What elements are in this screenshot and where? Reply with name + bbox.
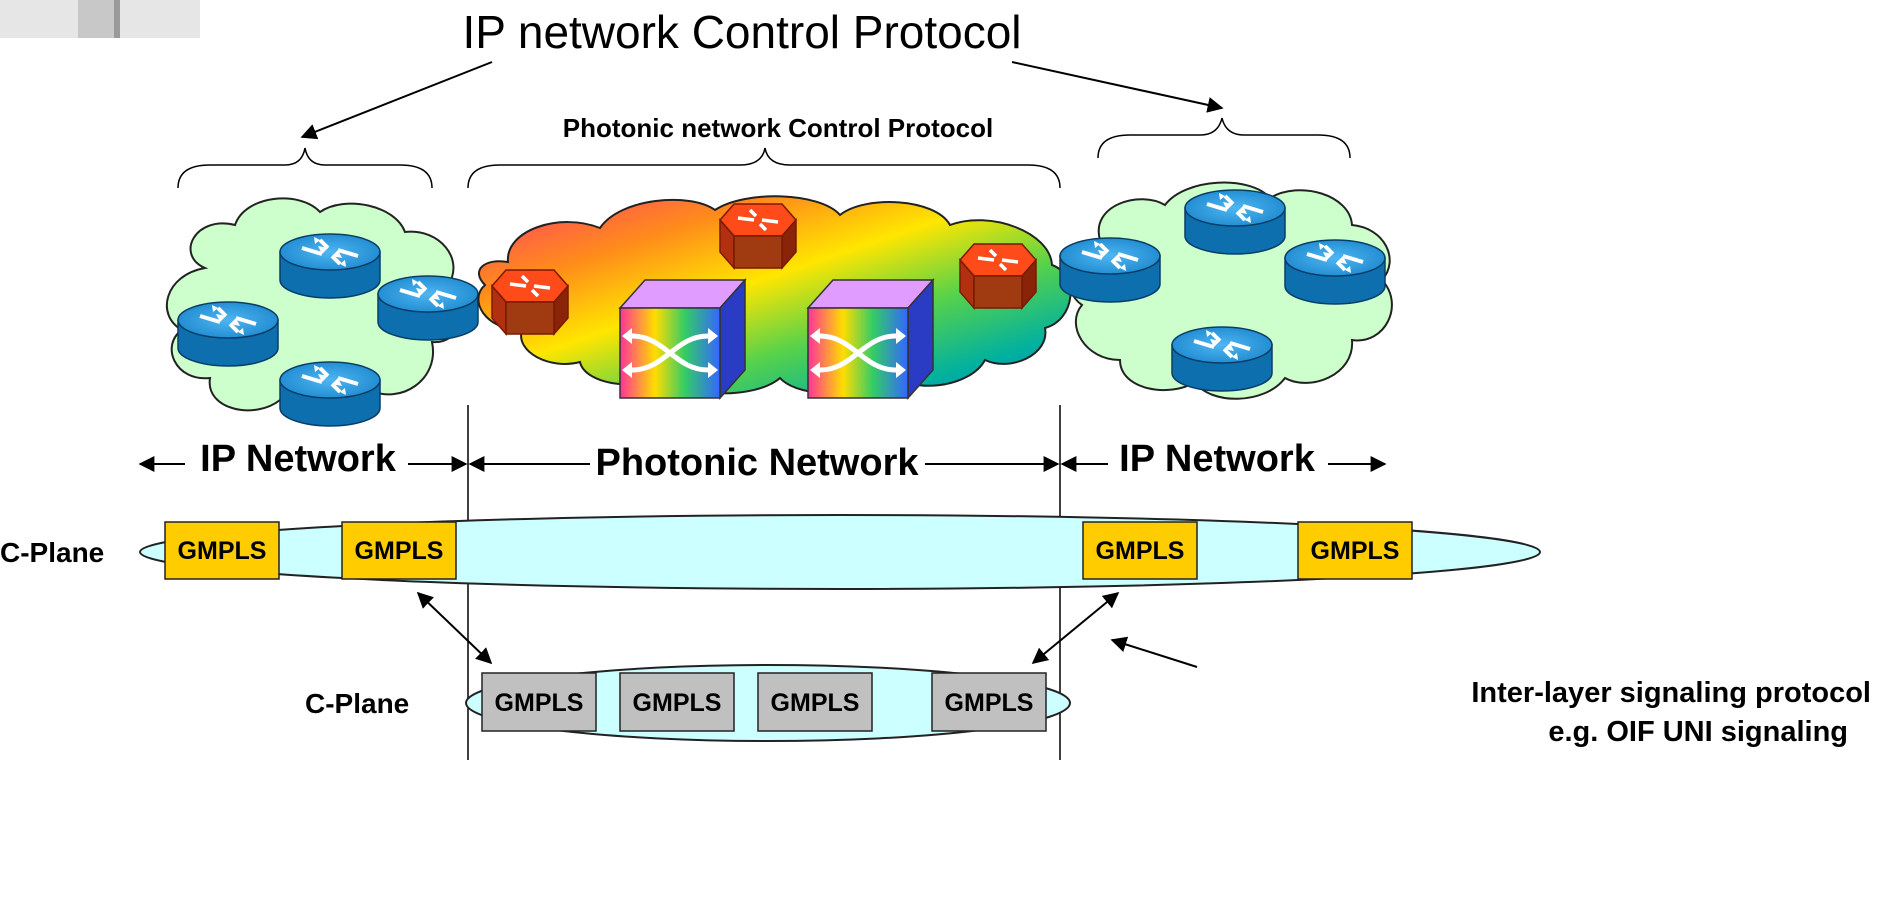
gmpls-node-photonic: GMPLS xyxy=(757,672,873,732)
segment-label-ip-right: IP Network xyxy=(1119,438,1316,480)
svg-text:GMPLS: GMPLS xyxy=(1096,537,1185,565)
segment-label-ip-left: IP Network xyxy=(200,438,397,480)
title-arrow-right xyxy=(1011,61,1224,113)
router-icon xyxy=(176,300,280,368)
svg-text:GMPLS: GMPLS xyxy=(178,537,267,565)
upper-plane-label: C-Plane xyxy=(0,537,104,568)
interlayer-arrow xyxy=(416,591,493,665)
router-icon xyxy=(376,274,480,342)
title-arrow-left xyxy=(300,61,493,140)
router-icon xyxy=(1183,188,1287,256)
router-icon xyxy=(1170,325,1274,393)
gmpls-node-ip: GMPLS xyxy=(164,521,280,580)
interlayer-pointer-arrow xyxy=(1110,636,1198,668)
gmpls-node-ip: GMPLS xyxy=(1082,521,1198,580)
gmpls-node-photonic: GMPLS xyxy=(931,672,1047,732)
interlayer-note-line1: Inter-layer signaling protocol xyxy=(1471,677,1871,709)
router-icon xyxy=(1058,236,1162,304)
svg-text:GMPLS: GMPLS xyxy=(1311,537,1400,565)
svg-text:GMPLS: GMPLS xyxy=(771,689,860,717)
svg-text:GMPLS: GMPLS xyxy=(355,537,444,565)
router-icon xyxy=(278,232,382,300)
gmpls-node-photonic: GMPLS xyxy=(481,672,597,732)
brace-left xyxy=(177,147,433,189)
brace-middle xyxy=(467,147,1061,189)
svg-text:GMPLS: GMPLS xyxy=(633,689,722,717)
gmpls-node-ip: GMPLS xyxy=(341,521,457,580)
optical-switch-icon xyxy=(808,280,933,398)
svg-text:GMPLS: GMPLS xyxy=(945,689,1034,717)
diagram-title: IP network Control Protocol xyxy=(462,6,1021,58)
slide-corner-accent xyxy=(0,0,200,38)
photonic-router-icon xyxy=(490,268,570,336)
router-icon xyxy=(278,360,382,428)
svg-text:GMPLS: GMPLS xyxy=(495,689,584,717)
router-icon xyxy=(1283,238,1387,306)
gmpls-node-ip: GMPLS xyxy=(1297,521,1413,580)
interlayer-note-line2: e.g. OIF UNI signaling xyxy=(1548,716,1848,748)
brace-right xyxy=(1097,117,1351,159)
lower-plane-label: C-Plane xyxy=(305,688,409,719)
interlayer-arrow xyxy=(1031,591,1120,665)
ip-cloud-right xyxy=(1068,181,1393,400)
photonic-protocol-label: Photonic network Control Protocol xyxy=(563,113,993,143)
photonic-router-icon xyxy=(718,202,798,270)
gmpls-node-photonic: GMPLS xyxy=(619,672,735,732)
segment-label-photonic: Photonic Network xyxy=(595,442,919,484)
optical-switch-icon xyxy=(620,280,745,398)
photonic-router-icon xyxy=(958,242,1038,310)
